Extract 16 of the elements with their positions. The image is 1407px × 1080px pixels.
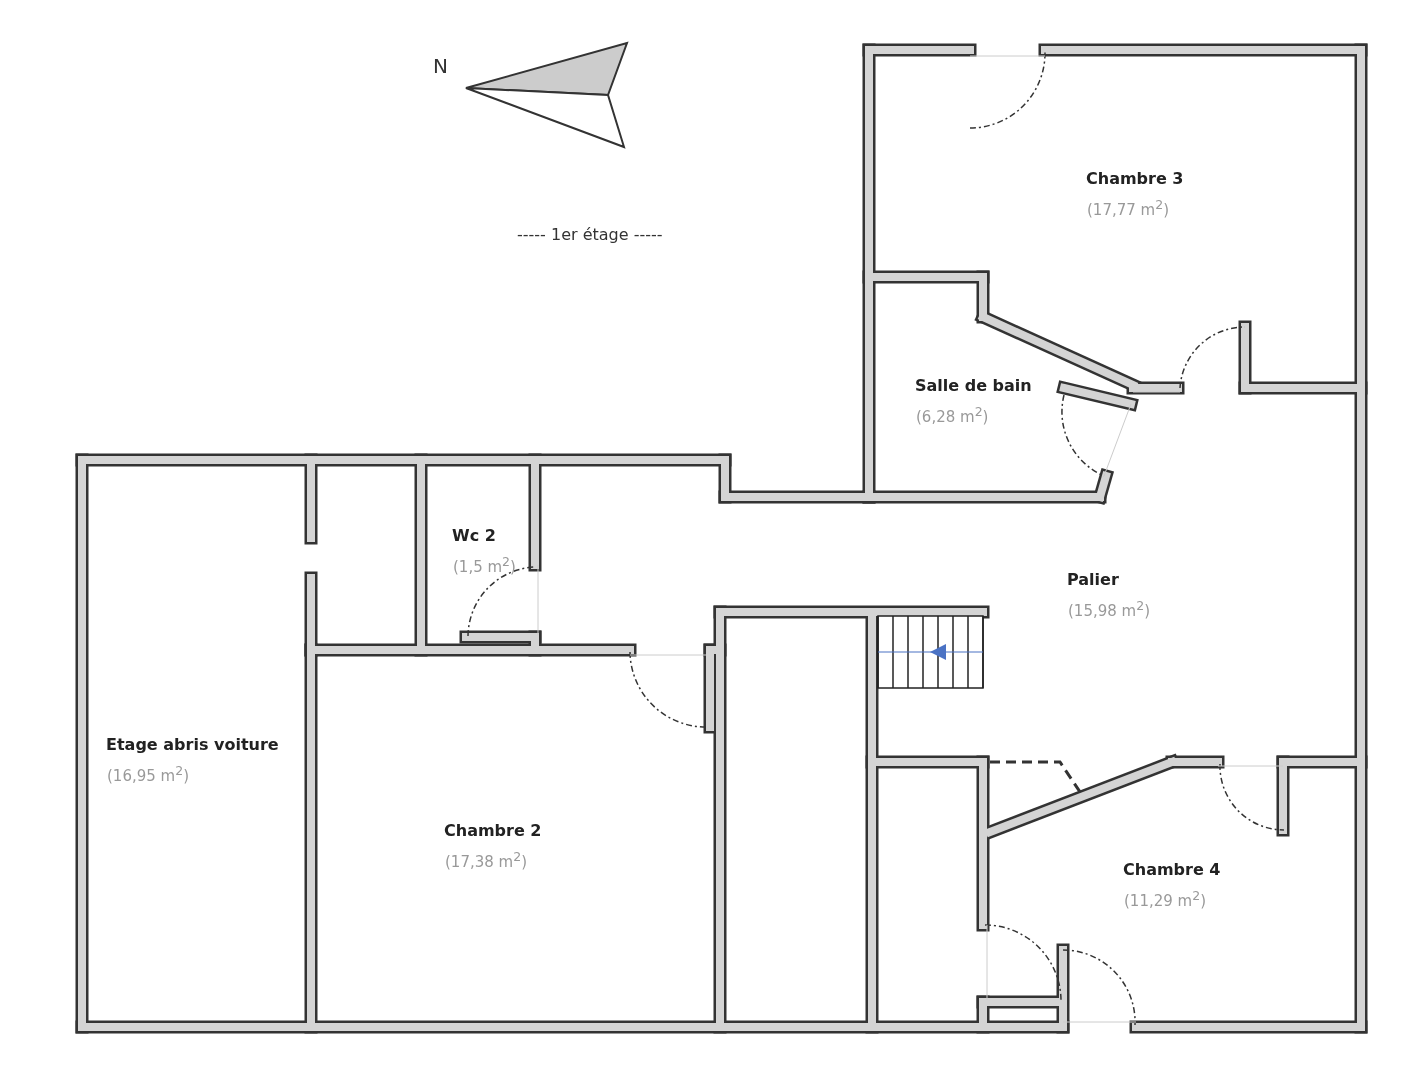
floor-label: ----- 1er étage ----- (517, 225, 663, 245)
room-area: (16,95 m$^{2}$) (107, 763, 189, 785)
room-name: Wc 2 (452, 526, 496, 546)
room-area: (17,38 m$^{2}$) (445, 849, 527, 871)
room-area: (6,28 m$^{2}$) (916, 404, 989, 426)
room-area: (17,77 m$^{2}$) (1087, 197, 1169, 219)
room-name: Etage abris voiture (106, 735, 279, 755)
room-area: (15,98 m$^{2}$) (1068, 598, 1150, 620)
room-name: Palier (1067, 570, 1119, 590)
room-name: Chambre 4 (1123, 860, 1221, 880)
room-name: Chambre 3 (1086, 169, 1184, 189)
compass-label: N (433, 54, 448, 78)
room-name: Chambre 2 (444, 821, 542, 841)
room-area: (1,5 m$^{2}$) (453, 554, 516, 576)
room-name: Salle de bain (915, 376, 1032, 396)
room-area: (11,29 m$^{2}$) (1124, 888, 1206, 910)
